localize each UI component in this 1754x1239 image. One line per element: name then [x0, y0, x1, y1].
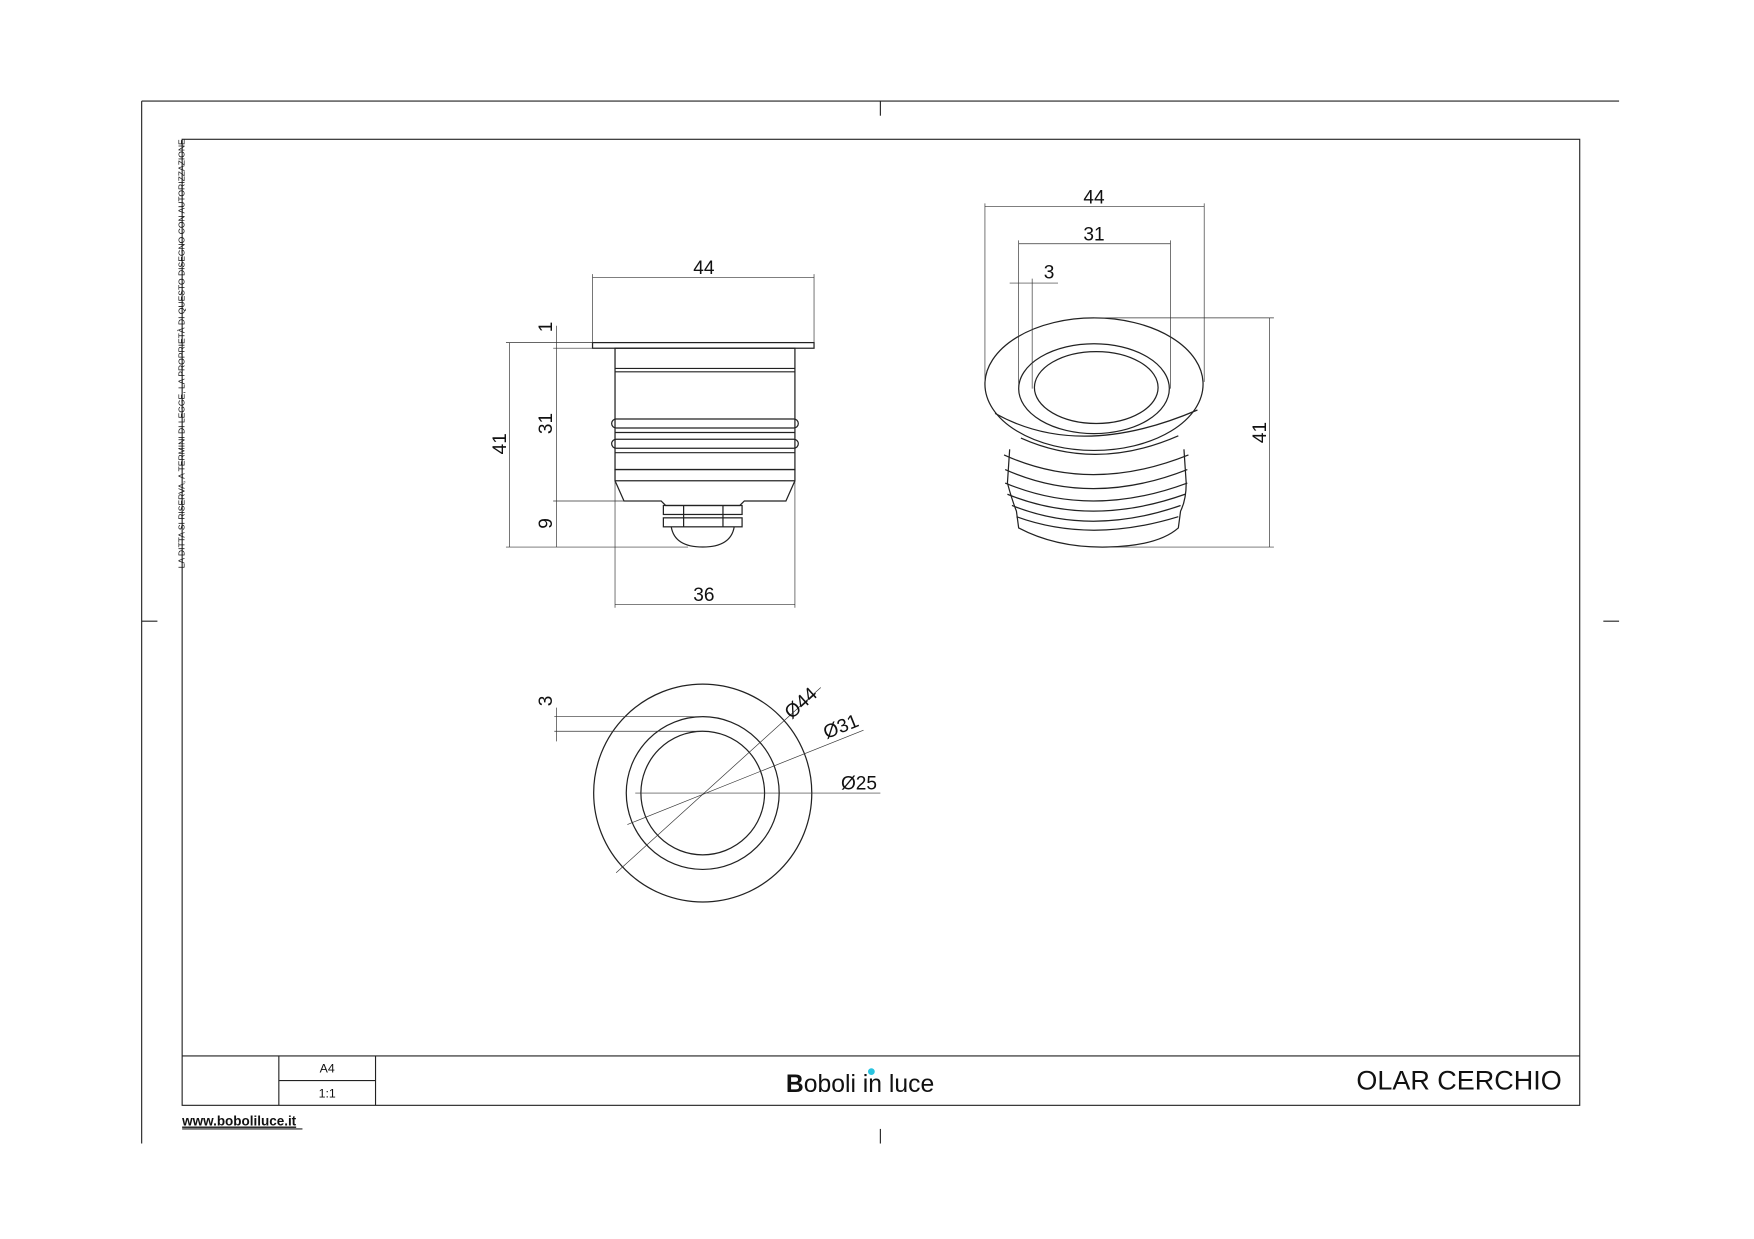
logo-dot	[868, 1068, 875, 1075]
dim-iso-inner: 31	[1083, 224, 1104, 245]
dim-side-body: 31	[536, 413, 557, 434]
dim-iso-ring: 3	[1044, 263, 1055, 284]
dim-side-total: 41	[490, 433, 511, 454]
top-view	[554, 683, 881, 903]
dim-iso-outer: 44	[1083, 187, 1105, 208]
product-name: OLAR CERCHIO	[1356, 1066, 1561, 1096]
website-link[interactable]: www.boboliluce.it	[181, 1114, 297, 1129]
dim-side-flange: 1	[536, 322, 557, 333]
dim-side-width-body: 36	[693, 585, 714, 606]
sheet-scale: 1:1	[319, 1086, 336, 1100]
dim-top-inner: Ø25	[841, 774, 877, 795]
sheet-frame	[141, 100, 1620, 1144]
dim-side-bottom: 9	[536, 518, 557, 529]
dim-top-outer: Ø44	[781, 683, 822, 723]
dim-top-ring: 3	[536, 696, 557, 707]
sheet-format: A4	[320, 1062, 335, 1076]
side-view	[505, 274, 815, 608]
dim-iso-height: 41	[1250, 422, 1271, 443]
dim-side-width-top: 44	[693, 258, 715, 279]
iso-view	[984, 203, 1274, 548]
copyright-note: LA DITTA SI RISERVA, A TERMINI DI LEGGE,…	[177, 139, 186, 569]
